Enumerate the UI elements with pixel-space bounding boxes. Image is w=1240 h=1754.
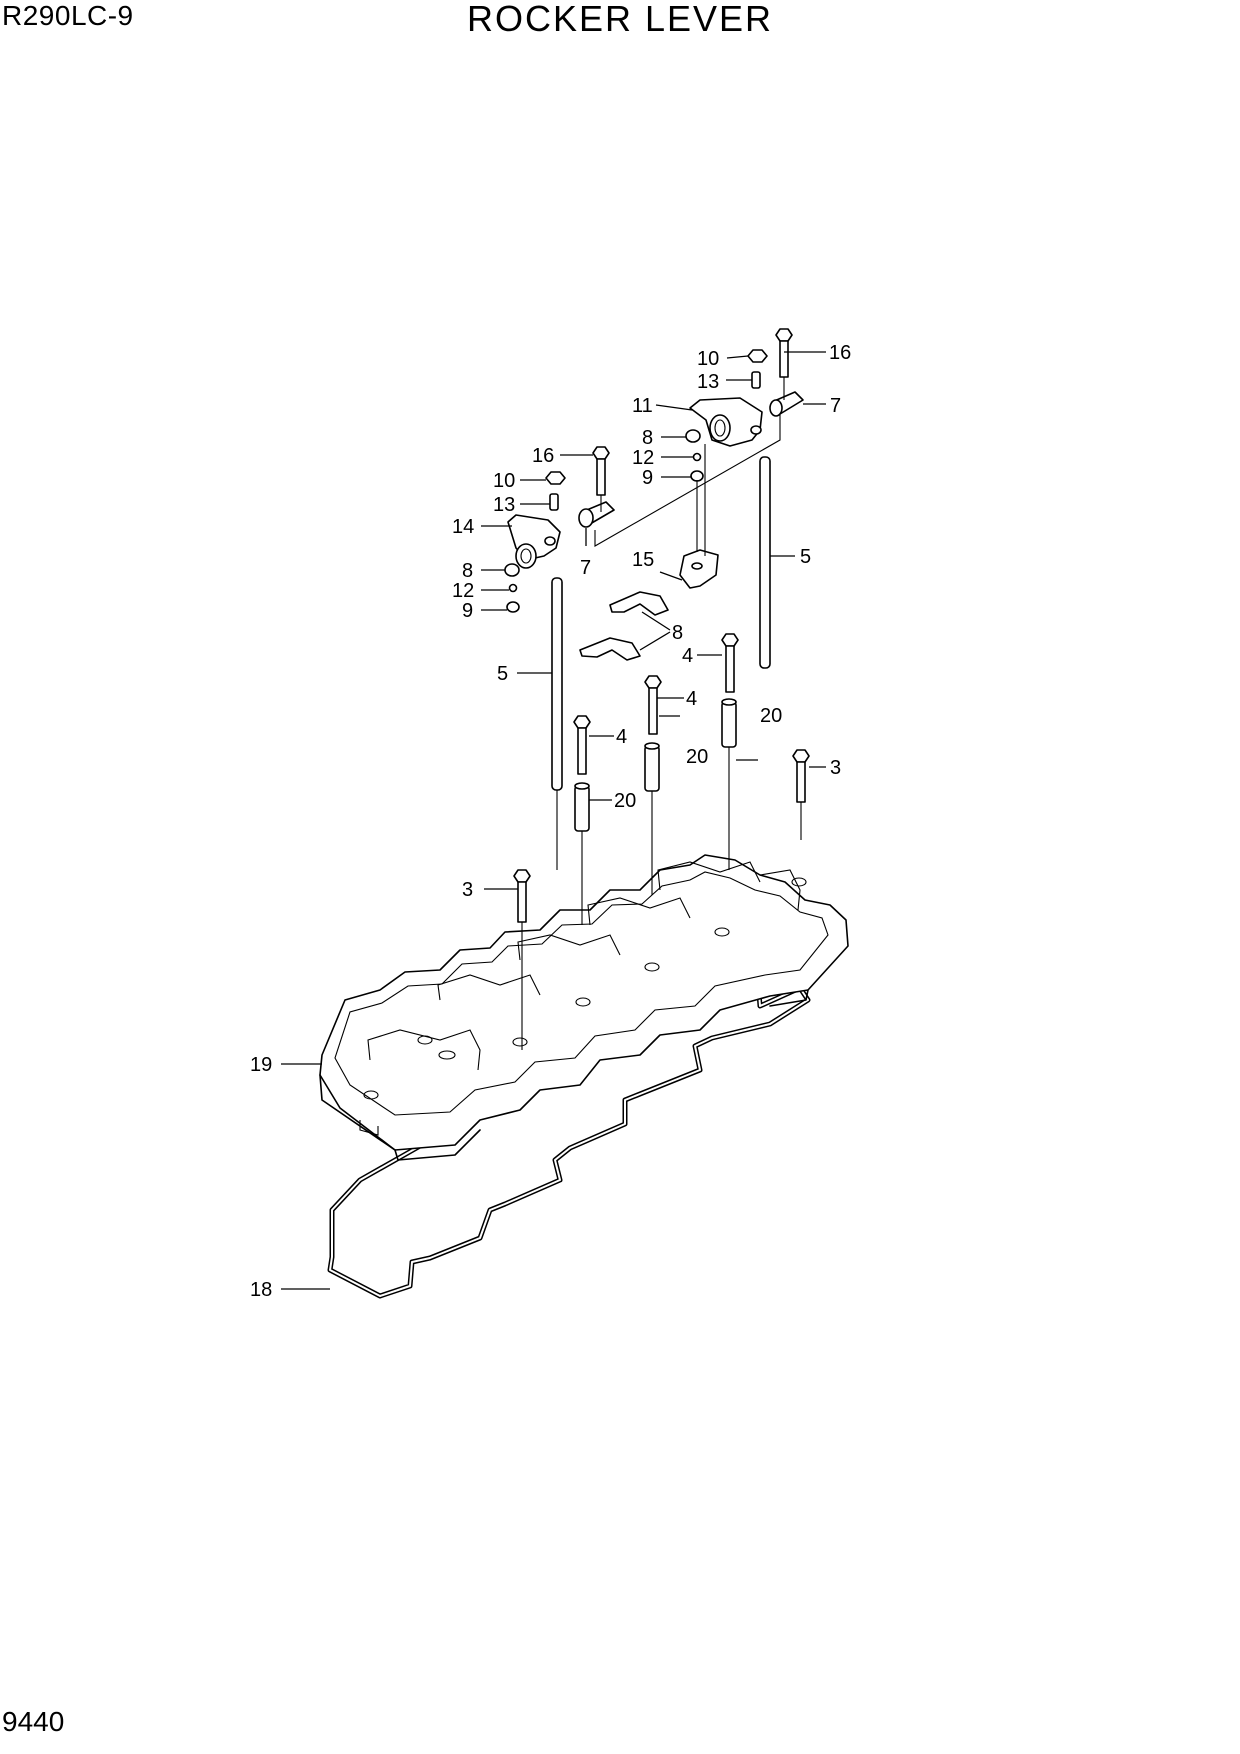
callout-16: 16 xyxy=(532,445,554,467)
spacer-tubes xyxy=(574,698,737,832)
callout-5: 5 xyxy=(800,546,811,568)
callout-9: 9 xyxy=(462,600,473,622)
callout-labels: 16 10 13 11 7 8 12 9 16 10 13 14 7 8 12 … xyxy=(250,342,851,1301)
callout-4: 4 xyxy=(616,726,627,748)
callout-8: 8 xyxy=(642,427,653,449)
callout-12: 12 xyxy=(632,447,654,469)
callout-3: 3 xyxy=(830,757,841,779)
callout-20: 20 xyxy=(760,705,782,727)
model-number: R290LC-9 xyxy=(2,0,134,31)
callout-15: 15 xyxy=(632,549,654,571)
bolts xyxy=(513,328,810,923)
callout-leaders xyxy=(281,351,826,1290)
callout-16: 16 xyxy=(829,342,851,364)
callout-11: 11 xyxy=(632,395,653,417)
callout-18: 18 xyxy=(250,1279,272,1301)
push-rod-left xyxy=(551,577,563,791)
callout-20: 20 xyxy=(686,746,708,768)
callout-19: 19 xyxy=(250,1054,272,1076)
rocker-cover xyxy=(319,854,849,1161)
callout-9: 9 xyxy=(642,467,653,489)
hold-down-plates xyxy=(579,591,669,661)
callout-8: 8 xyxy=(462,560,473,582)
callout-3: 3 xyxy=(462,879,473,901)
callout-4: 4 xyxy=(682,645,693,667)
callout-13: 13 xyxy=(493,494,515,516)
callout-10: 10 xyxy=(697,348,719,370)
callout-20: 20 xyxy=(614,790,636,812)
callout-7: 7 xyxy=(830,395,841,417)
callout-14: 14 xyxy=(452,516,474,538)
page-title: ROCKER LEVER xyxy=(466,0,774,39)
assembly-guide-lines xyxy=(521,377,802,1050)
rocker-bracket xyxy=(679,549,719,589)
callout-12: 12 xyxy=(452,580,474,602)
callout-13: 13 xyxy=(697,371,719,393)
callout-8: 8 xyxy=(672,622,683,644)
rocker-arm-lower xyxy=(504,471,615,613)
callout-5: 5 xyxy=(497,663,508,685)
callout-10: 10 xyxy=(493,470,515,492)
push-rod-right xyxy=(759,456,771,669)
callout-4: 4 xyxy=(686,688,697,710)
callout-7: 7 xyxy=(580,557,591,579)
page-number: 9440 xyxy=(2,1706,65,1737)
